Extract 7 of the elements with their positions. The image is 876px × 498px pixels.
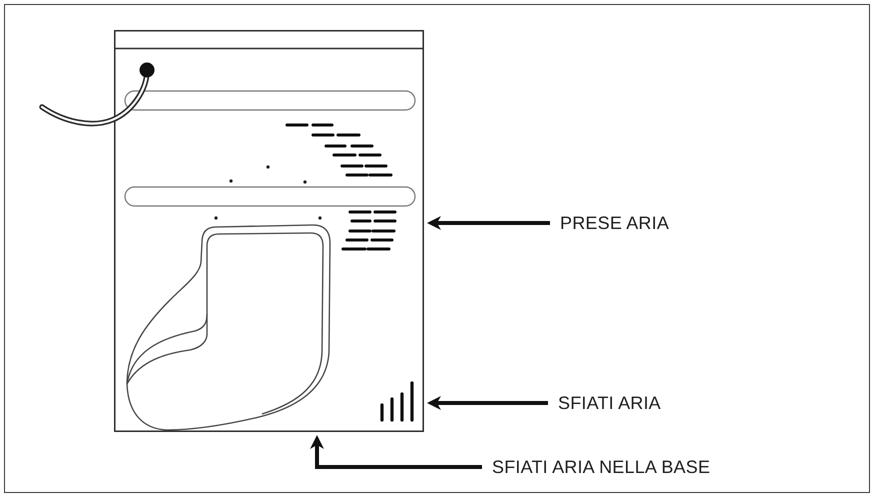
leader-arrow [310, 435, 482, 469]
appliance-drawing [38, 30, 424, 432]
callout-label: SFIATI ARIA NELLA BASE [492, 455, 710, 479]
leader-arrow [427, 396, 548, 410]
callout-label: PRESE ARIA [560, 211, 670, 235]
leader-arrow [427, 216, 550, 230]
callout-label: SFIATI ARIA [558, 391, 661, 415]
